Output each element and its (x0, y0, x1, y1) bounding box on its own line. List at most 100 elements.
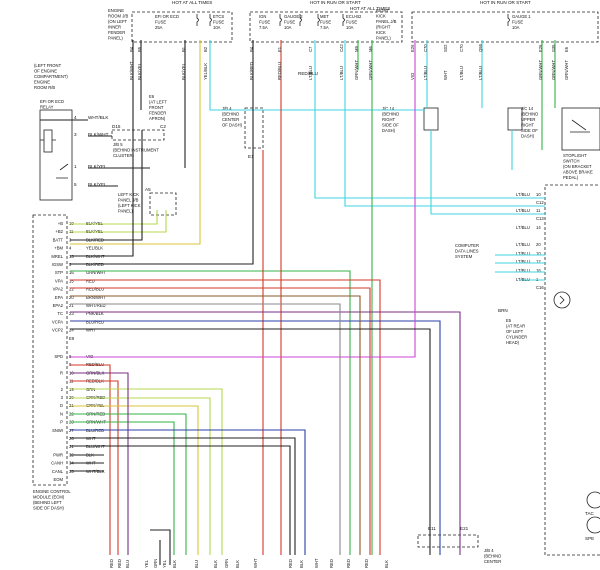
wire-grnwht-top (357, 40, 556, 150)
label-line: 10A (213, 25, 221, 30)
wire-blkyel-b (70, 210, 158, 225)
relay-wire-label: WHT/BLK (88, 115, 109, 120)
wire-pin: M9 (354, 46, 359, 52)
wire-grnred-22 (70, 413, 187, 555)
ecm-pin-label: R (60, 370, 63, 375)
label-line: MET (320, 14, 329, 19)
label-line: RIGHT (521, 123, 534, 128)
wire-ltblu-jc14-out (430, 130, 545, 215)
label-line: MODULE (ECM) (33, 495, 65, 500)
ecm-wire-label: RED (86, 278, 95, 283)
wire-vio-spd (70, 40, 416, 358)
wire-color-label: LT/BLU (459, 66, 464, 80)
label-line: OF LEFT (506, 329, 524, 334)
right-pin-number: 10 (536, 251, 541, 256)
ecm-pin-label: PWR (53, 452, 63, 457)
top-header: HOT AT ALL TIMES HOT IN RUN OR START HOT… (108, 0, 599, 43)
wire-pin: M6 (368, 46, 373, 52)
wire-grnwht-stp (70, 270, 351, 555)
label-line: EFI OR ECD (155, 14, 179, 19)
ecm-pin-label: STP (55, 270, 63, 275)
wire-pin: C70 (459, 44, 464, 52)
right-pin-number: 10 (536, 192, 541, 197)
ecm-pin-number: 15 (69, 278, 74, 283)
wire-pin: B4 (129, 46, 134, 52)
wire-color-label: BLK/YEL (181, 62, 186, 80)
wire-color-label: LT/BLU (423, 66, 428, 80)
e11-pin: E11 (428, 526, 436, 531)
stoplight-switch-box (561, 107, 600, 151)
label-line: SIDE OF (382, 123, 399, 128)
label-line: PANEL) (108, 36, 123, 41)
wire-pin: Q95 (478, 43, 483, 52)
top-wire-labels: B4BLK/WHTB5BLK/YELB1BLK/YELB2YEL/BLKB4BL… (129, 43, 569, 80)
label-line: FUSE (512, 20, 523, 25)
label-line: DASH) (521, 134, 535, 139)
bottom-wire-label: BLK (299, 560, 304, 568)
wire-blured-snwi (70, 429, 306, 555)
label-line: COMPUTER (455, 243, 479, 248)
ecm-pin-number: 4 (69, 246, 72, 251)
ecm-pin-number: 20 (69, 295, 74, 300)
ecm-pin-label: SPD (54, 354, 63, 359)
label-line: FUSE (346, 20, 357, 25)
right-pin-number: C16 (536, 285, 544, 290)
ecm-pin-label: IGSW (52, 262, 63, 267)
ecm-pin-number: 23 (69, 311, 74, 316)
ecm-wire-label: BRN/WHT (86, 295, 106, 300)
ecm-wire-label: RED/BLU (86, 287, 104, 292)
ecm-pin-number: 31 (69, 444, 74, 449)
wire-redblu-vpa2 (70, 287, 371, 555)
label-line: CENTER (484, 559, 501, 564)
right-fuse-box (411, 11, 599, 43)
right-wire-label: LT/BLU (516, 225, 530, 230)
label-line: ENGINE (108, 8, 124, 13)
label-line: STOPLIGHT (563, 153, 587, 158)
label-line: SWITCH (563, 159, 580, 164)
wire-grnyel-21 (70, 405, 199, 555)
relay-coil (40, 129, 69, 179)
wire-color-label: GRN/WHT (354, 60, 359, 80)
label-line: RELAY (40, 105, 54, 110)
relay-wire-label: BLK/WHT (88, 132, 109, 137)
label-line: FRONT (149, 105, 164, 110)
relay-pin-number: 5 (74, 182, 77, 187)
wire-color-label: GRN/WHT (564, 60, 569, 80)
label-line: GAUGE 2 (284, 14, 303, 19)
ecm-pin-label: 2 (61, 387, 64, 392)
label-line: INNER (108, 25, 121, 30)
label-line: ENGINE (34, 80, 50, 85)
wire-redblu-9 (70, 364, 111, 555)
ecm-pin-label: P (60, 420, 63, 425)
label-line: FUSE (259, 20, 270, 25)
label-line: SYSTEM (455, 254, 473, 259)
right-wire-label: LT/BLU (516, 242, 530, 247)
bottom-wire-label: BLU (125, 560, 130, 568)
label-line: FENDER (149, 111, 166, 116)
label-line: (LEFT FRONT (34, 63, 62, 68)
label-line: ETCS (213, 14, 224, 19)
label-line: COMPARTMENT) (34, 74, 68, 79)
label-line: (BEHIND (222, 112, 239, 117)
bottom-wire-label: RED (288, 559, 293, 568)
label-line: OF ENGINE (34, 69, 57, 74)
right-pin-number: 11 (536, 208, 541, 213)
bottom-wire-label: GRN (153, 559, 158, 568)
jb4-bottom-connector (417, 534, 479, 548)
bottom-wire-label: BLK (213, 560, 218, 568)
wire-grn-19 (70, 388, 223, 555)
wire-blkwht-mrel (70, 40, 134, 257)
wire-color-label: BLK/YEL (137, 62, 142, 80)
ecm-box (32, 214, 68, 486)
label-line: 10A (346, 25, 354, 30)
wire-blured-vcpa (70, 320, 441, 555)
